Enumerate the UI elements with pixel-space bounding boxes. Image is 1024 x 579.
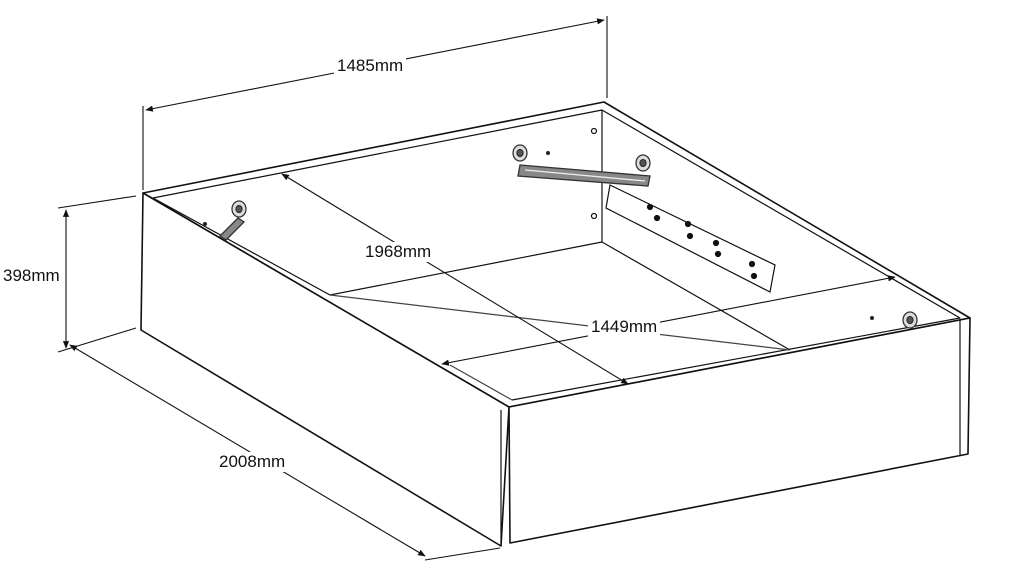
dim-width-label: 1485mm xyxy=(334,56,407,76)
gas-lift-hinge xyxy=(512,144,651,187)
left-fitting xyxy=(202,200,247,241)
dim-length-label: 2008mm xyxy=(216,452,289,472)
dimension-lines xyxy=(57,16,896,561)
dim-height-ext-bottom xyxy=(57,327,137,353)
dim-inner-width-label: 1449mm xyxy=(588,317,661,337)
slat-rail xyxy=(590,127,776,293)
front-panel xyxy=(508,317,971,544)
dim-inner-width-line xyxy=(441,275,896,366)
dim-height-ext-top xyxy=(57,195,137,209)
dim-length-ext xyxy=(424,547,501,561)
dim-inner-length-label: 1968mm xyxy=(362,242,435,262)
right-fitting xyxy=(869,311,918,329)
left-side-panel xyxy=(140,192,510,547)
dim-height-label: 398mm xyxy=(0,266,63,286)
dim-length-line xyxy=(69,344,426,557)
